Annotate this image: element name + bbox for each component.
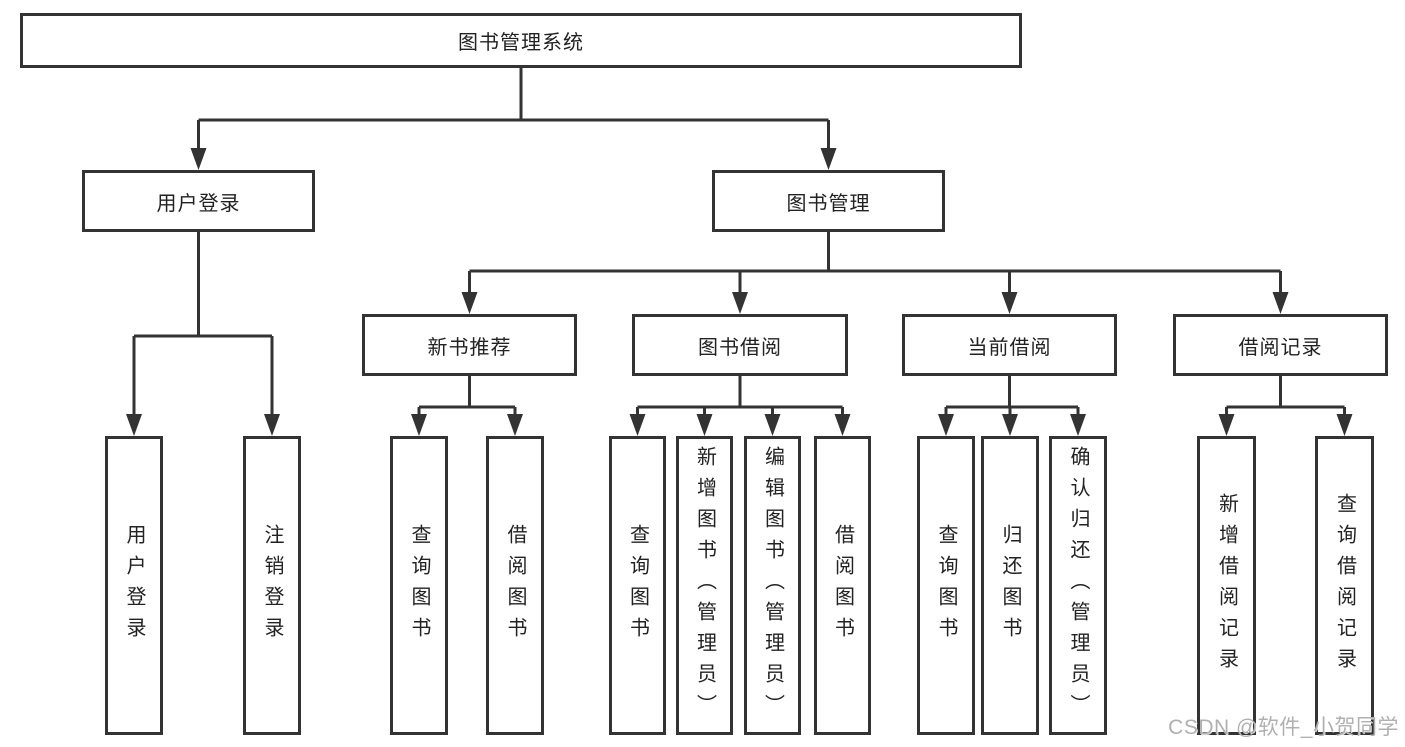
arrow-down-icon [1218, 414, 1235, 436]
node-book-borrow-label: 图书借阅 [698, 336, 782, 359]
leaf-query-books-3: 查询图书 [917, 436, 975, 735]
leaf-edit-books-admin: 编辑图书（管理员） [744, 436, 801, 735]
connector-new-book-children [417, 376, 517, 418]
connector-current-borrow-children [944, 376, 1080, 418]
arrow-down-icon [732, 292, 748, 314]
leaf-return-books: 归还图书 [981, 436, 1039, 735]
arrow-down-icon [1272, 292, 1289, 314]
arrow-down-icon [629, 414, 646, 436]
arrow-down-icon [264, 414, 280, 436]
arrow-down-icon [126, 414, 142, 436]
node-new-book-recommend-label: 新书推荐 [427, 336, 512, 359]
arrow-down-icon [834, 414, 851, 436]
leaf-query-borrow-record: 查询借阅记录 [1315, 436, 1374, 735]
node-root: 图书管理系统 [20, 13, 1022, 68]
arrow-down-icon [461, 292, 478, 314]
connector-book-mgmt-children [468, 232, 1282, 298]
leaf-borrow-books-2: 借阅图书 [814, 436, 871, 735]
connector-borrow-records-children [1225, 376, 1346, 418]
arrow-down-icon [1001, 292, 1018, 314]
arrow-down-icon [764, 414, 781, 436]
leaf-logout: 注销登录 [243, 436, 301, 735]
leaf-borrow-books-1-label: 借阅图书 [504, 523, 526, 648]
node-user-login-label: 用户登录 [156, 192, 241, 215]
leaf-confirm-return-admin: 确认归还（管理员） [1049, 436, 1107, 735]
arrow-down-icon [1002, 414, 1018, 436]
leaf-query-books-1: 查询图书 [390, 436, 448, 735]
arrow-down-icon [820, 148, 837, 170]
arrow-down-icon [696, 414, 713, 436]
node-borrow-records-label: 借阅记录 [1238, 336, 1323, 359]
leaf-user-login-label: 用户登录 [123, 523, 145, 648]
leaf-add-borrow-record-label: 新增借阅记录 [1215, 492, 1238, 679]
node-root-label: 图书管理系统 [458, 32, 584, 54]
node-book-borrow: 图书借阅 [632, 314, 848, 376]
leaf-borrow-books-1: 借阅图书 [486, 436, 544, 735]
node-current-borrow-label: 当前借阅 [967, 336, 1052, 359]
arrow-down-icon [1070, 414, 1086, 436]
leaf-logout-label: 注销登录 [261, 523, 283, 648]
arrow-down-icon [190, 148, 207, 170]
watermark: CSDN @软件_小贺同学 [1168, 716, 1399, 739]
leaf-borrow-books-2-label: 借阅图书 [831, 523, 854, 648]
leaf-return-books-label: 归还图书 [999, 523, 1021, 648]
connector-root-to-level2 [197, 68, 830, 152]
leaf-query-books-1-label: 查询图书 [408, 523, 430, 648]
leaf-query-borrow-record-label: 查询借阅记录 [1333, 492, 1356, 679]
node-new-book-recommend: 新书推荐 [362, 314, 577, 376]
arrow-down-icon [411, 414, 427, 436]
leaf-add-books-admin: 新增图书（管理员） [676, 436, 733, 735]
leaf-query-books-2-label: 查询图书 [626, 523, 649, 648]
node-book-management-label: 图书管理 [786, 192, 871, 215]
node-book-management: 图书管理 [712, 170, 945, 232]
leaf-query-books-3-label: 查询图书 [935, 523, 957, 648]
node-borrow-records: 借阅记录 [1173, 314, 1388, 376]
leaf-user-login: 用户登录 [105, 436, 163, 735]
connector-user-login-children [132, 232, 274, 418]
leaf-query-books-2: 查询图书 [609, 436, 666, 735]
leaf-confirm-return-admin-label: 确认归还（管理员） [1067, 446, 1089, 725]
node-user-login: 用户登录 [82, 170, 315, 232]
arrow-down-icon [938, 414, 954, 436]
leaf-edit-books-admin-label: 编辑图书（管理员） [761, 446, 784, 725]
node-current-borrow: 当前借阅 [902, 314, 1117, 376]
arrow-down-icon [1336, 414, 1353, 436]
leaf-add-borrow-record: 新增借阅记录 [1197, 436, 1256, 735]
arrow-down-icon [507, 414, 523, 436]
connector-book-borrow-children [636, 376, 844, 418]
leaf-add-books-admin-label: 新增图书（管理员） [693, 446, 716, 725]
